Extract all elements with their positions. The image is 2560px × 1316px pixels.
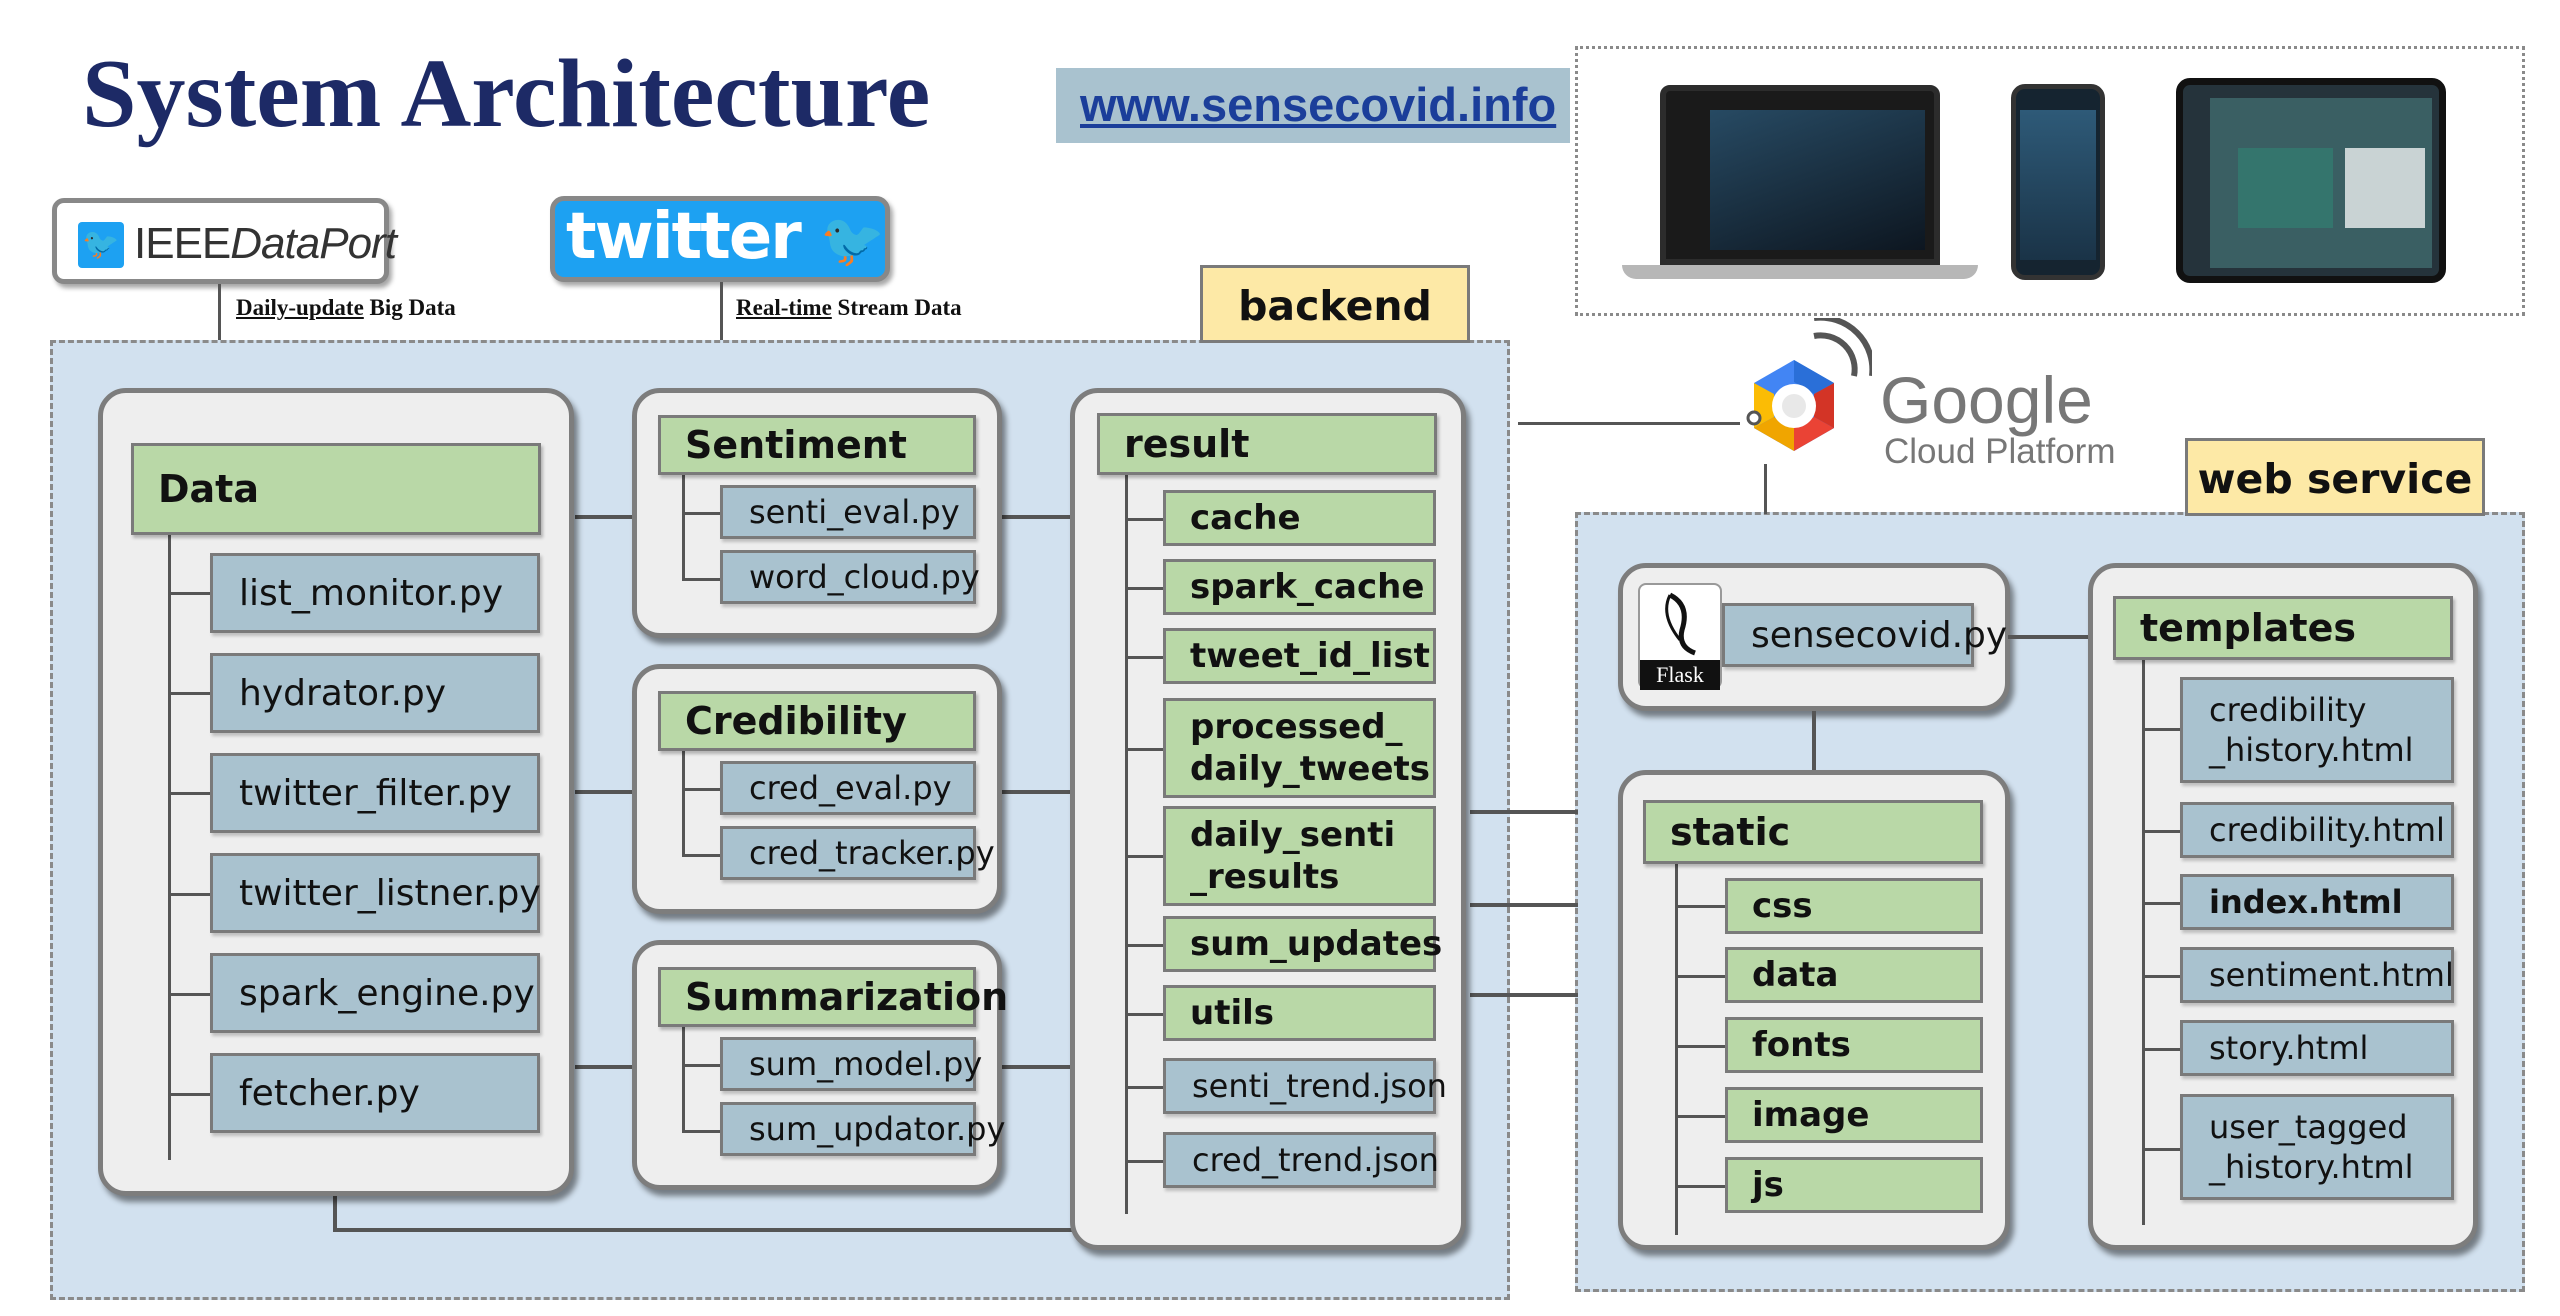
twitter-listner-file: twitter_listner.py	[210, 853, 541, 933]
index-template: index.html	[2180, 874, 2454, 930]
credibility-history-template: credibility _history.html	[2180, 677, 2454, 783]
credibility-template: credibility.html	[2180, 802, 2454, 858]
processed-daily-tweets-folder: processed_ daily_tweets	[1163, 698, 1436, 798]
summarization-header: Summarization	[658, 967, 1008, 1027]
ieee-source-label: Daily-update Big Data	[236, 295, 456, 320]
ieee-dataport-text: IEEEDataPort	[134, 219, 397, 268]
static-folder-header: static	[1643, 800, 1983, 864]
result-folder-header: result	[1097, 413, 1437, 475]
ieee-dataport-logo	[52, 198, 389, 284]
laptop-screen-image	[1710, 110, 1925, 250]
data-folder-header: Data	[131, 443, 541, 535]
fetcher-file: fetcher.py	[210, 1053, 540, 1133]
phone-screen-image	[2020, 110, 2096, 260]
list-monitor-file: list_monitor.py	[210, 553, 540, 633]
devices-preview	[1575, 46, 2525, 316]
sum-model-file: sum_model.py	[720, 1037, 982, 1091]
page-title: System Architecture	[82, 40, 931, 148]
spark-cache-folder: spark_cache	[1163, 559, 1436, 615]
twitter-bird-icon: 🐦	[78, 222, 124, 268]
google-cloud-logo	[1746, 318, 1872, 451]
image-folder: image	[1725, 1087, 1983, 1143]
fonts-folder: fonts	[1725, 1017, 1983, 1073]
tweet-id-list-folder: tweet_id_list	[1163, 628, 1436, 684]
website-link[interactable]: www.sensecovid.info	[1080, 78, 1557, 131]
twitter-source-label: Real-time Stream Data	[736, 295, 962, 320]
cred-trend-file: cred_trend.json	[1163, 1132, 1439, 1188]
cloud-platform-text: Cloud Platform	[1884, 432, 2116, 471]
credibility-header: Credibility	[658, 691, 976, 751]
templates-folder-header: templates	[2113, 596, 2453, 660]
sentiment-template: sentiment.html	[2180, 947, 2454, 1003]
story-template: story.html	[2180, 1020, 2454, 1076]
flask-label: Flask	[1640, 660, 1720, 690]
web-service-tag: web service	[2185, 438, 2485, 516]
twitter-filter-file: twitter_filter.py	[210, 753, 540, 833]
twitter-logo-text: twitter 🐦	[566, 200, 885, 274]
sum-updates-folder: sum_updates	[1163, 916, 1442, 972]
backend-tag: backend	[1200, 265, 1470, 343]
spark-engine-file: spark_engine.py	[210, 953, 540, 1033]
daily-senti-results-folder: daily_senti _results	[1163, 806, 1436, 906]
cred-tracker-file: cred_tracker.py	[720, 826, 995, 880]
google-wordmark: Google	[1880, 363, 2093, 437]
tablet-card	[2238, 148, 2333, 228]
user-tagged-history-template: user_tagged _history.html	[2180, 1094, 2454, 1200]
hydrator-file: hydrator.py	[210, 653, 540, 733]
url-banner	[1056, 68, 1570, 143]
sentiment-header: Sentiment	[658, 415, 976, 475]
tablet-card	[2345, 148, 2425, 228]
laptop-base	[1622, 265, 1978, 279]
js-folder: js	[1725, 1157, 1983, 1213]
sensecovid-file: sensecovid.py	[1722, 603, 2007, 667]
data-folder: data	[1725, 947, 1983, 1003]
cache-folder: cache	[1163, 490, 1436, 546]
sum-updator-file: sum_updator.py	[720, 1102, 1005, 1156]
senti-eval-file: senti_eval.py	[720, 485, 976, 539]
cred-eval-file: cred_eval.py	[720, 761, 976, 815]
word-cloud-file: word_cloud.py	[720, 550, 980, 604]
css-folder: css	[1725, 878, 1983, 934]
twitter-logo	[550, 196, 890, 282]
utils-folder: utils	[1163, 985, 1436, 1041]
senti-trend-file: senti_trend.json	[1163, 1058, 1447, 1114]
